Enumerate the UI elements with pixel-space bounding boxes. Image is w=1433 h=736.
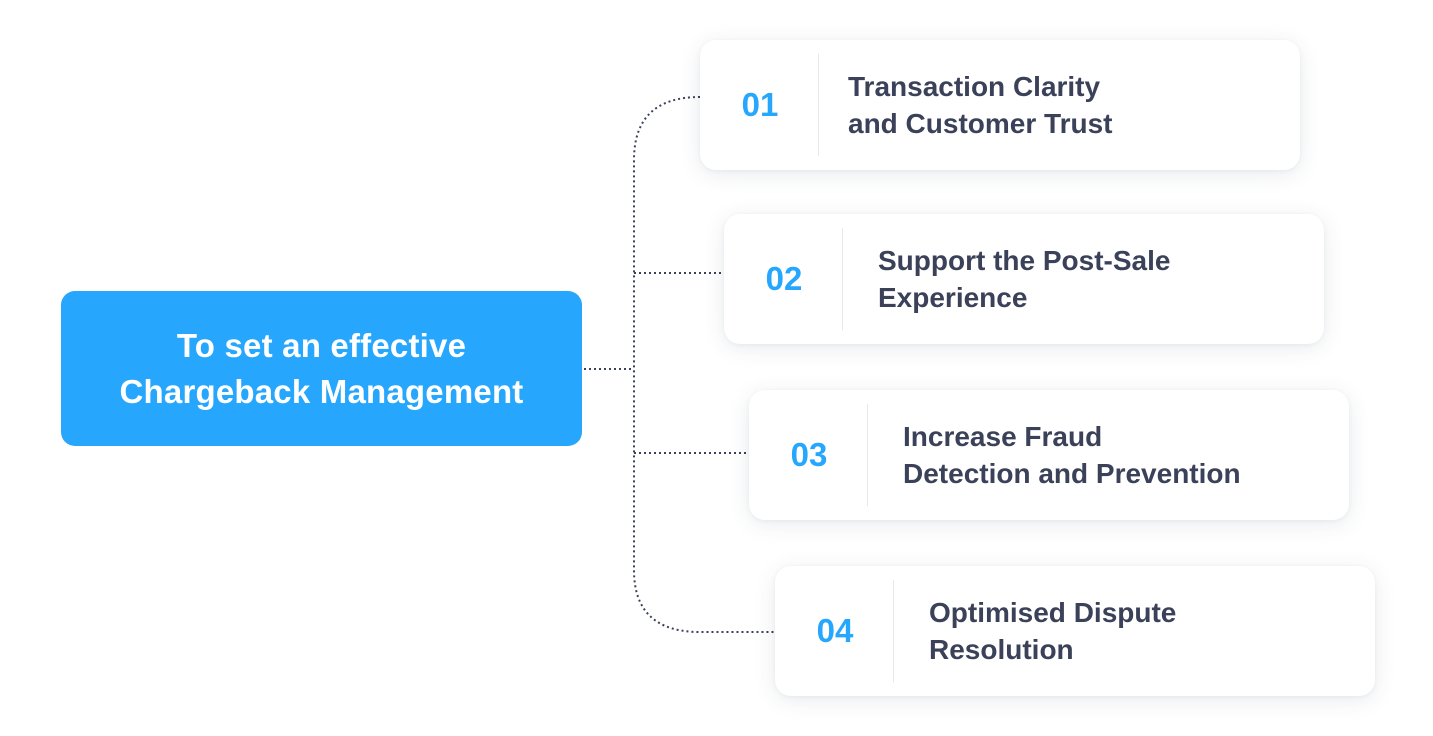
step-divider <box>818 54 819 156</box>
central-topic-box: To set an effective Chargeback Managemen… <box>61 291 582 446</box>
central-topic-line-2: Chargeback Management <box>119 372 524 410</box>
step-card-02: 02 Support the Post-Sale Experience <box>724 214 1324 344</box>
step-text-line-2: and Customer Trust <box>848 108 1113 139</box>
connector-trunk <box>633 96 775 633</box>
step-text-line-1: Optimised Dispute <box>929 597 1177 628</box>
step-number: 03 <box>790 436 828 473</box>
step-card-04: 04 Optimised Dispute Resolution <box>775 566 1375 696</box>
step-divider <box>842 228 843 330</box>
step-text-line-1: Increase Fraud <box>903 421 1103 452</box>
step-number: 02 <box>765 260 803 297</box>
step-text-line-1: Support the Post-Sale <box>878 245 1171 276</box>
step-text-line-2: Resolution <box>929 634 1074 665</box>
step-card-03: 03 Increase Fraud Detection and Preventi… <box>749 390 1349 520</box>
step-number: 01 <box>741 86 779 123</box>
step-card-01: 01 Transaction Clarity and Customer Trus… <box>700 40 1300 170</box>
step-text-line-2: Experience <box>878 282 1028 313</box>
step-divider <box>893 580 894 682</box>
step-text-line-1: Transaction Clarity <box>848 71 1101 102</box>
step-text: Transaction Clarity and Customer Trust <box>848 40 1280 170</box>
step-number: 04 <box>816 612 854 649</box>
step-text: Increase Fraud Detection and Prevention <box>903 390 1329 520</box>
step-text-line-2: Detection and Prevention <box>903 458 1241 489</box>
step-divider <box>867 404 868 506</box>
central-topic-line-1: To set an effective <box>176 326 467 364</box>
step-text: Support the Post-Sale Experience <box>878 214 1304 344</box>
step-text: Optimised Dispute Resolution <box>929 566 1355 696</box>
